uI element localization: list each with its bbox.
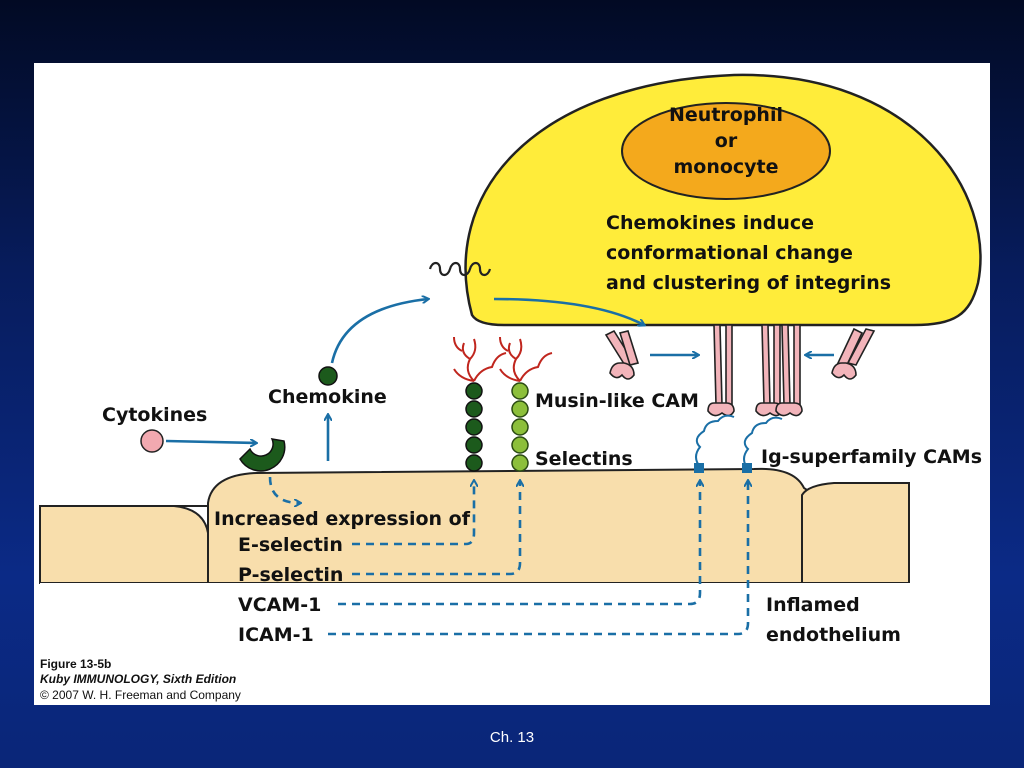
chemokine-molecule xyxy=(318,366,338,386)
chemokine-label: Chemokine xyxy=(268,386,387,408)
carbohydrate-ligands xyxy=(453,336,553,382)
nucleus-label-line1: Neutrophil xyxy=(669,104,783,126)
leukocyte-adhesion-diagram: Neutrophil or monocyte Chemokines induce… xyxy=(39,73,982,702)
increased-expression-label: Increased expression of xyxy=(214,508,471,530)
selectin-chain-dark xyxy=(465,382,483,472)
endothelium-layer xyxy=(39,467,910,585)
slide-title-bar xyxy=(0,0,1024,62)
expression-dashed-arrows xyxy=(268,476,748,636)
inflamed-endothelium-label-line2: endothelium xyxy=(766,624,901,646)
signaling-arrows xyxy=(165,299,834,461)
endothelial-cell-right xyxy=(801,482,910,584)
chemokine-effect-line3: and clustering of integrins xyxy=(606,272,891,294)
cytokines-label: Cytokines xyxy=(102,404,207,426)
chemokine-effect-line2: conformational change xyxy=(606,242,853,264)
chemokine-receptor xyxy=(428,261,492,277)
integrin-molecules xyxy=(604,324,876,417)
integrin-bent-left xyxy=(604,329,640,380)
book-title: Kuby IMMUNOLOGY, Sixth Edition xyxy=(40,672,236,686)
mucin-like-cam-label: Musin-like CAM xyxy=(535,390,699,412)
chapter-footer: Ch. 13 xyxy=(489,729,535,746)
nucleus xyxy=(621,102,831,200)
figure-number: Figure 13-5b xyxy=(40,657,111,671)
figure-panel: Neutrophil or monocyte Chemokines induce… xyxy=(34,63,990,705)
nucleus-label-line3: monocyte xyxy=(673,156,778,178)
endothelial-cell-left xyxy=(39,505,209,584)
vcam-1-label: VCAM-1 xyxy=(238,594,321,616)
e-selectin-label: E-selectin xyxy=(238,534,343,556)
integrin-clustered-1 xyxy=(707,324,735,417)
integrin-clustered-3 xyxy=(775,324,803,417)
selectins-label: Selectins xyxy=(535,448,633,470)
leukocyte-membrane xyxy=(464,73,982,327)
copyright: © 2007 W. H. Freeman and Company xyxy=(40,688,241,702)
ig-superfamily-cams-label: Ig-superfamily CAMs xyxy=(761,446,982,468)
integrin-bent-right xyxy=(831,327,876,380)
leukocyte-cell: Neutrophil or monocyte Chemokines induce… xyxy=(464,73,982,327)
nucleus-label-line2: or xyxy=(715,130,738,152)
icam-1-label: ICAM-1 xyxy=(238,624,314,646)
inflamed-endothelium-label-line1: Inflamed xyxy=(766,594,860,616)
p-selectin-label: P-selectin xyxy=(238,564,343,586)
integrin-clustered-2 xyxy=(755,324,783,417)
cytokine-receptor xyxy=(239,438,286,472)
selectin-chain-light xyxy=(511,382,529,472)
ig-superfamily-cams xyxy=(694,414,783,473)
chemokine-effect-line1: Chemokines induce xyxy=(606,212,814,234)
cytokine-molecule xyxy=(140,429,164,453)
